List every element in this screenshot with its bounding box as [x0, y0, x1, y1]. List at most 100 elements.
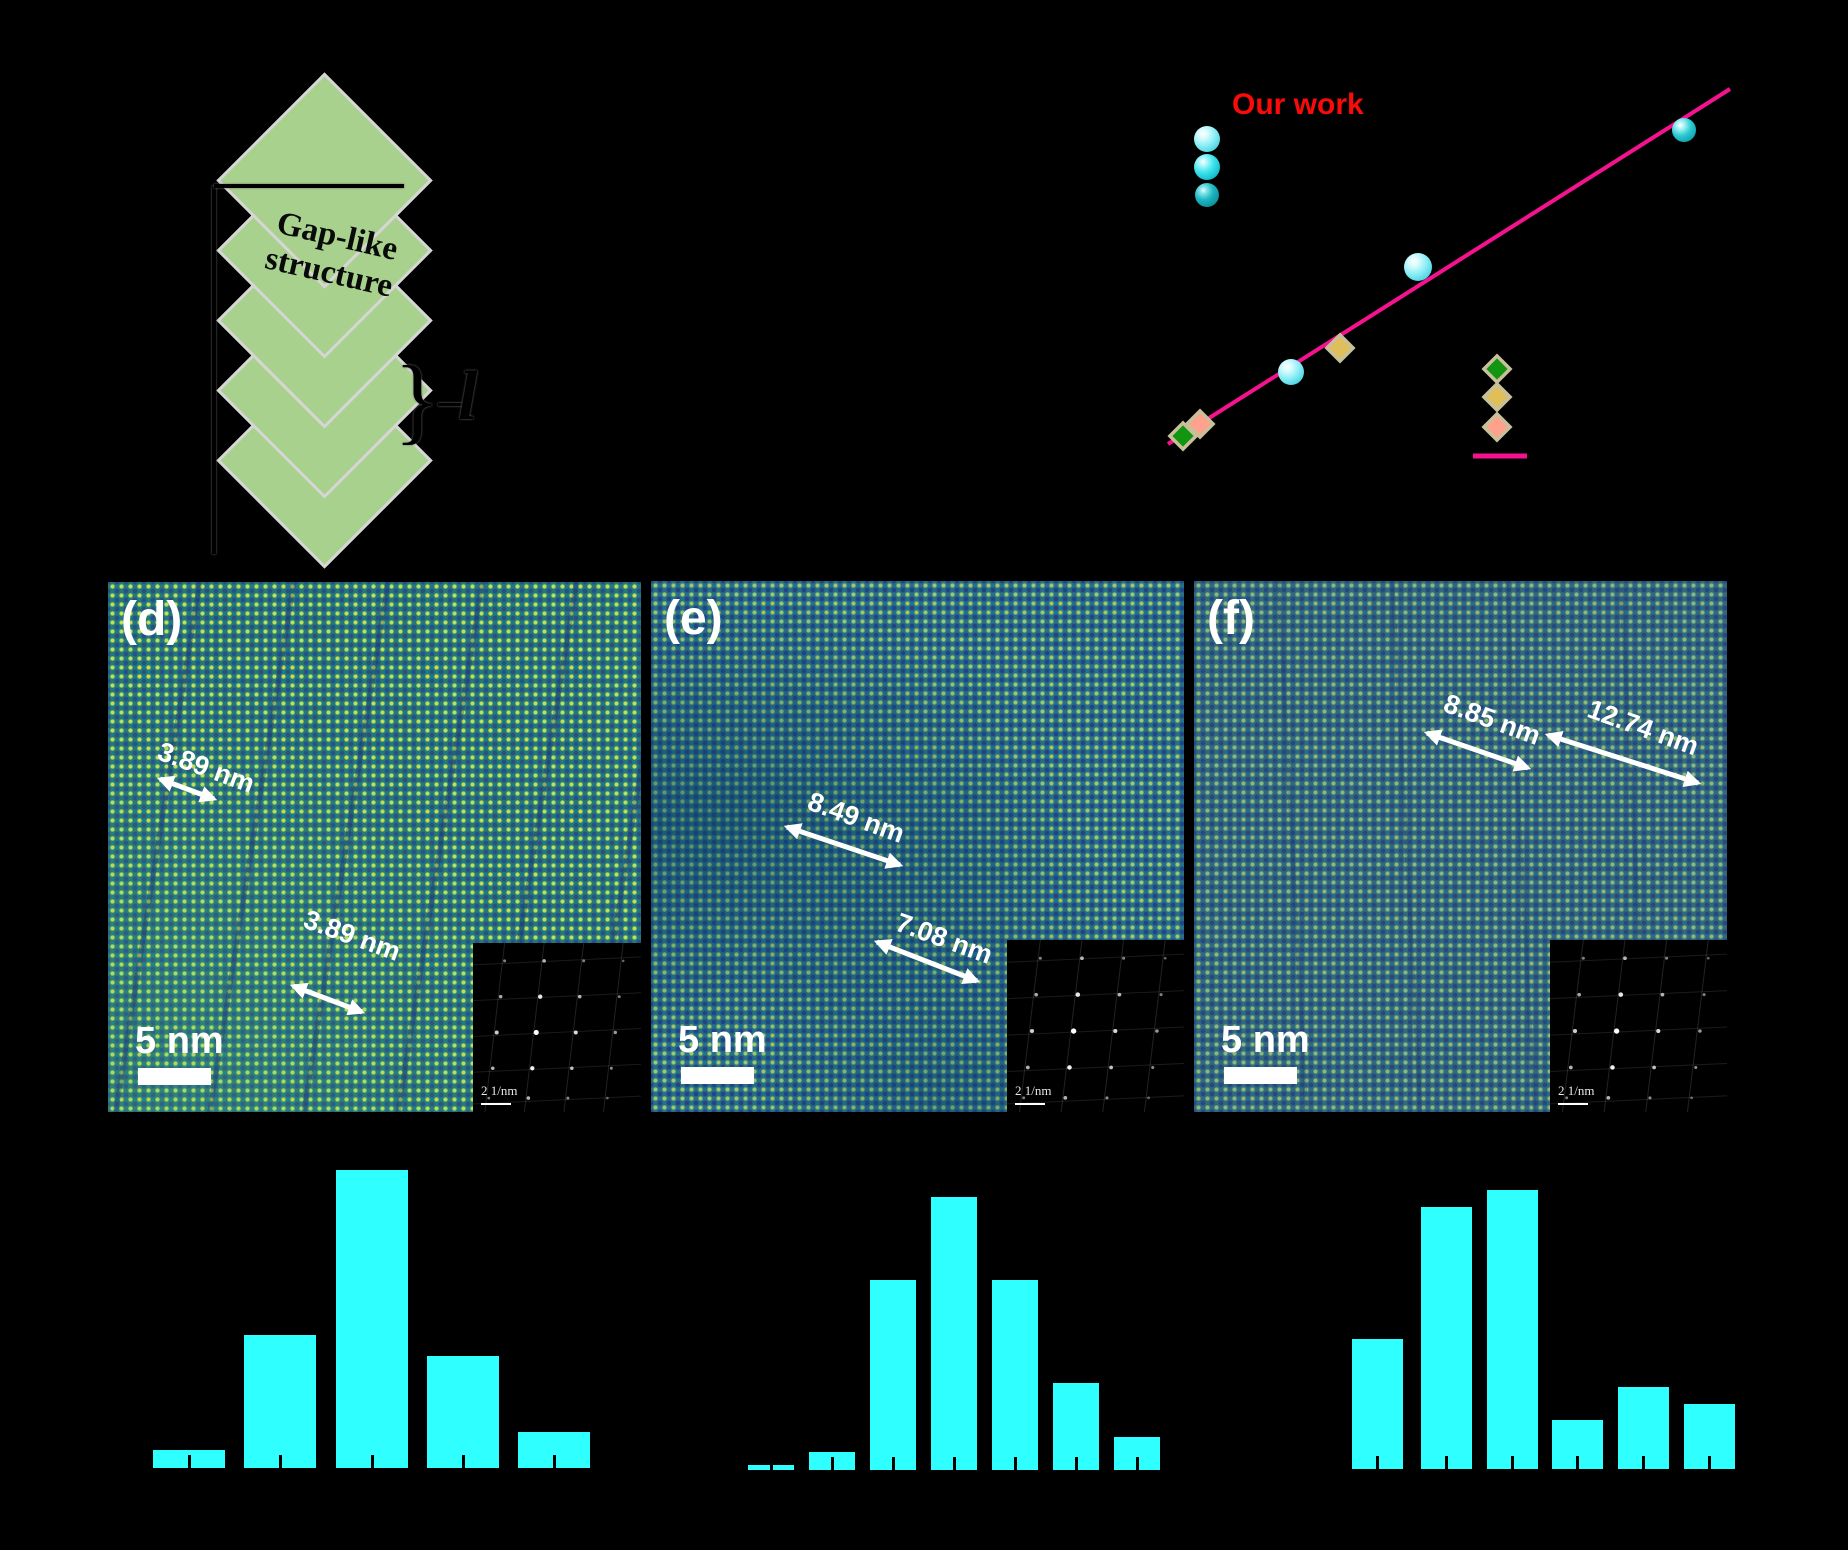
histogram-bar: [1618, 1387, 1669, 1469]
diagram-vertical-line: [212, 186, 216, 554]
scale-bar-label: 5 nm: [1221, 1019, 1310, 1061]
fft-feature: [1102, 940, 1125, 1112]
fft-feature: [1060, 940, 1083, 1112]
scale-bar-label: 5 nm: [135, 1020, 224, 1062]
fft-feature: [1572, 1029, 1578, 1034]
fft-feature: [1581, 956, 1585, 960]
fft-feature: [1122, 956, 1126, 960]
fft-feature: [606, 1096, 609, 1100]
fft-feature: [1163, 956, 1167, 960]
fft-feature: [526, 1096, 531, 1100]
fft-diffraction-pattern: [1007, 940, 1184, 1112]
axis-tick: [891, 1457, 895, 1470]
data-point-diamond-khaki: [1324, 332, 1356, 364]
fft-feature: [582, 959, 586, 963]
axis-tick: [1642, 1456, 1645, 1469]
data-point-sphere-dark: [1195, 183, 1219, 207]
axis-tick: [552, 1455, 556, 1468]
fft-feature: [1645, 940, 1668, 1112]
fft-feature: [503, 959, 507, 963]
fft-feature: [1007, 1095, 1184, 1105]
axis-tick: [461, 1455, 465, 1468]
fft-feature: [1105, 1096, 1109, 1100]
fft-feature: [523, 943, 545, 1112]
fft-feature: [1561, 940, 1584, 1112]
fft-feature: [1565, 1096, 1569, 1100]
axis-tick: [278, 1455, 282, 1468]
panel-label-f: (f): [1207, 592, 1255, 645]
fft-feature: [573, 1030, 578, 1035]
fft-feature: [1550, 953, 1727, 963]
fft-feature: [473, 992, 641, 1002]
fft-scale-bar: [1015, 1103, 1045, 1105]
fft-feature: [1151, 1065, 1155, 1069]
axis-tick: [370, 1455, 374, 1468]
fft-feature: [1550, 990, 1727, 1000]
fft-feature: [1706, 956, 1710, 960]
fft-feature: [473, 1063, 641, 1073]
axis-tick: [1013, 1457, 1017, 1470]
legend-marker-khaki: [1481, 381, 1513, 413]
axis-tick: [1576, 1456, 1579, 1469]
fft-feature: [602, 943, 624, 1112]
axis-tick: [1511, 1456, 1514, 1469]
fft-feature: [1568, 1065, 1573, 1070]
histogram-bar: [992, 1280, 1038, 1470]
fft-feature: [1694, 1065, 1698, 1069]
fft-feature: [617, 995, 621, 999]
fft-feature: [538, 994, 543, 999]
scale-bar: [681, 1067, 754, 1084]
fft-feature: [1577, 992, 1582, 997]
fft-feature: [1702, 993, 1706, 997]
data-point-diamond-green: [1167, 420, 1199, 452]
axis-tick: [1074, 1457, 1078, 1470]
fft-feature: [1143, 940, 1166, 1112]
histogram-bar: [1487, 1190, 1538, 1469]
fft-feature: [1155, 1029, 1159, 1033]
histogram-bar: [244, 1335, 316, 1468]
fft-feature: [1029, 1029, 1035, 1034]
fft-feature: [1147, 1096, 1150, 1100]
panel-label-d: (d): [121, 593, 183, 646]
fft-feature: [570, 1066, 574, 1071]
axis-tick: [1708, 1456, 1711, 1469]
axis-tick: [769, 1457, 773, 1470]
fft-feature: [1660, 992, 1665, 997]
axis-tick: [830, 1457, 834, 1470]
fft-feature: [1007, 1026, 1184, 1036]
trend-line: [1166, 87, 1732, 446]
fft-feature: [473, 1095, 641, 1105]
fft-feature: [1159, 993, 1163, 997]
fft-feature: [498, 994, 503, 999]
axis-tick: [952, 1457, 956, 1470]
fft-feature: [1007, 953, 1184, 963]
fft-feature: [1665, 956, 1669, 960]
fft-feature: [613, 1030, 617, 1035]
panel-label-e: (e): [664, 592, 723, 645]
axis-tick: [1376, 1456, 1379, 1469]
histogram-bar: [1421, 1207, 1472, 1469]
gap-structure-diagram: Gap-like structure } l: [0, 0, 560, 600]
data-point-diamond-salmon: [1184, 408, 1216, 440]
fft-feature: [490, 1066, 495, 1071]
fft-feature: [621, 959, 625, 963]
fft-feature: [1686, 940, 1709, 1112]
fft-feature: [1007, 990, 1184, 1000]
measurement-label: 8.85 nm: [1439, 688, 1545, 751]
measurement-label: 3.89 nm: [299, 904, 405, 967]
gap-length-label: l: [458, 358, 478, 435]
fft-feature: [1550, 1095, 1727, 1105]
data-point-sphere-dark2: [1672, 118, 1696, 142]
fft-feature: [542, 959, 546, 963]
fft-feature: [1606, 1096, 1611, 1100]
legend-marker-salmon: [1481, 411, 1513, 443]
fft-feature: [484, 943, 506, 1112]
fft-inset: 2 1/nm: [1007, 940, 1184, 1112]
fft-scale-bar: [481, 1103, 511, 1105]
fft-feature: [1007, 1062, 1184, 1073]
fft-feature: [1067, 1065, 1072, 1070]
fft-feature: [1618, 992, 1624, 997]
